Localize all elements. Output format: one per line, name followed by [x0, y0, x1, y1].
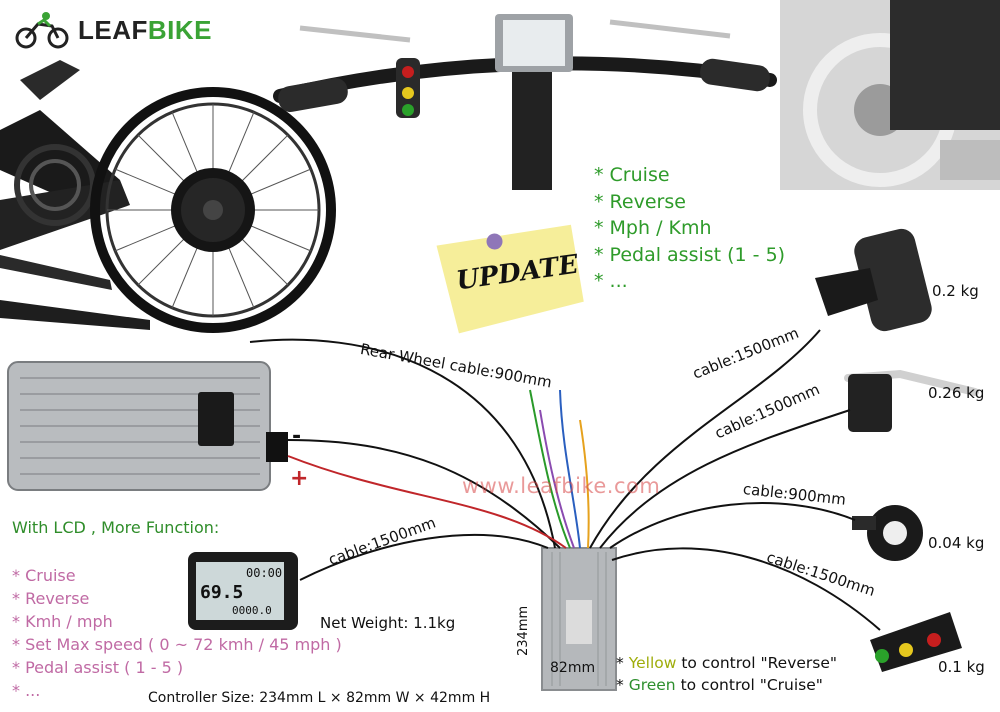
lcd-speed: 69.5 [200, 582, 244, 603]
controller-net-weight: Net Weight: 1.1kg [320, 614, 456, 632]
brake-lever-illustration [844, 369, 979, 432]
note-bullet: * [616, 676, 629, 694]
yellow-note: * Yellow to control "Reverse" [616, 652, 837, 674]
update-note-illustration [436, 224, 584, 334]
controller-illustration [541, 547, 617, 691]
lcd-feature-item: * ... [12, 681, 41, 700]
yellow-word: Yellow [628, 654, 677, 672]
bike-frame-illustration [0, 60, 150, 330]
brand-name-leaf: LEAF [78, 14, 148, 45]
feature-item: * Pedal assist (1 - 5) [594, 243, 786, 266]
lcd-clock: 00:00 [246, 566, 283, 580]
feature-item: * ... [594, 270, 628, 292]
green-word: Green [628, 676, 676, 694]
controller-width-dim: 82mm [550, 660, 596, 676]
switch-weight: 0.1 kg [938, 658, 985, 676]
brake-weight: 0.26 kg [928, 384, 985, 402]
lcd-feature-item: * Pedal assist ( 1 - 5 ) [12, 658, 184, 677]
feature-item: * Cruise [594, 164, 670, 186]
lcd-odometer: 0000.0 [232, 604, 272, 617]
brake-hub-closeup [780, 0, 1000, 190]
lcd-feature-item: * Reverse [12, 589, 90, 608]
lcd-display-illustration [188, 552, 298, 630]
brand-name-bike: BIKE [147, 14, 213, 45]
controller-height-dim: 234mm [516, 605, 531, 656]
lcd-feature-title: With LCD , More Function: [12, 518, 220, 537]
yellow-note-text: to control "Reverse" [676, 654, 838, 672]
rear-wheel-illustration [90, 87, 336, 333]
feature-list-top: * Cruise * Reverse * Mph / Kmh * Pedal a… [594, 162, 785, 295]
feature-item: * Mph / Kmh [594, 217, 712, 239]
battery-minus: - [292, 424, 302, 449]
watermark: www.leafbike.com [462, 474, 661, 498]
lcd-feature-list: * Cruise * Reverse * Kmh / mph * Set Max… [12, 564, 342, 702]
throttle-illustration [815, 228, 932, 332]
pas-sensor-illustration [852, 505, 923, 561]
brand-logo: LEAFBIKE [14, 10, 212, 50]
lcd-feature-item: * Set Max speed ( 0 ~ 72 kmh / 45 mph ) [12, 635, 342, 654]
lcd-feature-item: * Cruise [12, 566, 76, 585]
battery-plus: + [290, 466, 309, 491]
feature-item: * Reverse [594, 190, 686, 213]
pas-weight: 0.04 kg [928, 534, 985, 552]
green-note: * Green to control "Cruise" [616, 674, 837, 696]
lcd-feature-item: * Kmh / mph [12, 612, 113, 631]
battery-illustration [7, 361, 288, 491]
cyclist-icon [15, 12, 69, 49]
switch-notes: * Yellow to control "Reverse" * Green to… [616, 652, 837, 696]
green-note-text: to control "Cruise" [675, 676, 823, 694]
wiring-cables [249, 329, 881, 631]
switch-illustration [870, 612, 962, 672]
note-bullet: * [616, 654, 629, 672]
controller-size: Controller Size: 234mm L × 82mm W × 42mm… [148, 690, 491, 706]
throttle-weight: 0.2 kg [932, 282, 979, 300]
handlebar-illustration [273, 14, 777, 190]
